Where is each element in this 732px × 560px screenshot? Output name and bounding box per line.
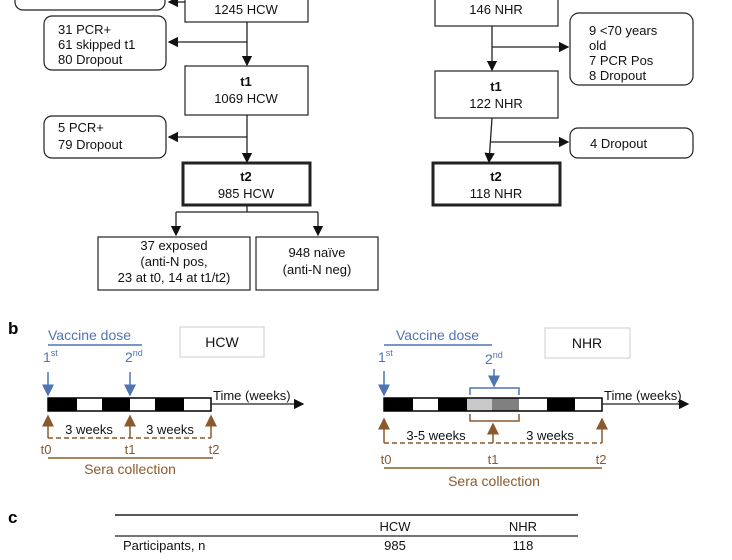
sera-collection-label: Sera collection [448,473,540,489]
nhr-t2-box [431,161,562,207]
column-header-nhr: NHR [509,519,537,534]
vaccine-dose-label: Vaccine dose [396,327,479,343]
exclusion-line: 61 skipped t1 [58,37,135,52]
t1-label: t1 [125,442,136,457]
exclusion-line: 9 <70 years [589,23,658,38]
arrow [484,117,495,164]
sera-collection-label: Sera collection [84,461,176,477]
nhr-t1-title: t1 [490,79,502,94]
hcw-flowchart: 1245 HCW 31 PCR+ 61 skipped t1 80 Dropou… [14,0,379,291]
week-bar [47,397,212,412]
hcw-t0-count: 1245 HCW [214,2,278,17]
group-label: NHR [572,335,602,351]
exposed-line: (anti-N pos, [140,254,207,269]
dose2-bracket [469,387,520,395]
dose2-label: 2nd [485,350,503,367]
nhr-t1-box [434,70,559,119]
t1-label: t1 [488,452,499,467]
hcw-top-exclusion-box [14,0,166,11]
panel-label-c: c [8,508,17,527]
t2-label: t2 [596,452,607,467]
week-bar [383,397,603,412]
hcw-timeline: Vaccine dose HCW 1st 2nd Time (weeks) 3 … [41,326,305,477]
exclusion-line: 79 Dropout [58,137,123,152]
exclusion-line: 4 Dropout [590,136,647,151]
vaccine-dose-label: Vaccine dose [48,327,131,343]
exclusion-line: old [589,38,606,53]
hcw-t2-title: t2 [240,169,252,184]
nhr-exclusion-box-1 [569,12,694,86]
time-axis-label: Time (weeks) [604,388,682,403]
dose1-label: 1st [378,348,393,365]
hcw-t2-box [181,161,312,207]
exclusion-line: 80 Dropout [58,52,123,67]
interval-label: 3 weeks [146,422,194,437]
group-box [179,326,265,358]
participants-table: HCW NHR Participants, n 985 118 [115,514,578,553]
exclusion-line: 8 Dropout [589,68,646,83]
hcw-t1-title: t1 [240,74,252,89]
t2-label: t2 [209,442,220,457]
group-box [544,327,631,359]
exclusion-line: 31 PCR+ [58,22,111,37]
interval-label: 3 weeks [526,428,574,443]
hcw-exclusion-box-1 [43,15,167,71]
nhr-t2-count: 118 NHR [470,186,523,201]
exclusion-line: 7 PCR Pos [589,53,654,68]
naive-box [255,236,379,291]
dose1-label: 1st [43,348,58,365]
nhr-timeline: Vaccine dose NHR 1st 2nd Time (weeks) 3-… [378,327,690,489]
nhr-exclusion-box-2 [569,127,694,159]
exclusion-line: 5 PCR+ [58,120,104,135]
t0-label: t0 [41,442,52,457]
exposed-line: 37 exposed [140,238,207,253]
t0-label: t0 [381,452,392,467]
hcw-t1-box [184,65,309,116]
exposed-line: 23 at t0, 14 at t1/t2) [118,270,231,285]
group-label: HCW [205,334,239,350]
exposed-box [97,236,251,291]
dose2-label: 2nd [125,348,143,365]
hcw-exclusion-box-2 [43,115,167,159]
time-axis-label: Time (weeks) [213,388,291,403]
panel-label-b: b [8,319,18,338]
nhr-t0-box [434,0,559,27]
nhr-flowchart: 146 NHR 9 <70 years old 7 PCR Pos 8 Drop… [431,0,694,207]
cell-nhr: 118 [513,538,534,553]
nhr-t2-title: t2 [490,169,502,184]
hcw-t1-count: 1069 HCW [214,91,278,106]
interval-label: 3-5 weeks [406,428,466,443]
nhr-t1-count: 122 NHR [469,96,522,111]
hcw-t2-count: 985 HCW [218,186,275,201]
naive-line: (anti-N neg) [283,262,352,277]
table-row: Participants, n 985 118 [123,538,533,553]
nhr-t0-count: 146 NHR [469,2,522,17]
row-label: Participants, n [123,538,205,553]
cell-hcw: 985 [384,538,406,553]
interval-label: 3 weeks [65,422,113,437]
column-header-hcw: HCW [379,519,411,534]
naive-line: 948 naïve [288,245,345,260]
